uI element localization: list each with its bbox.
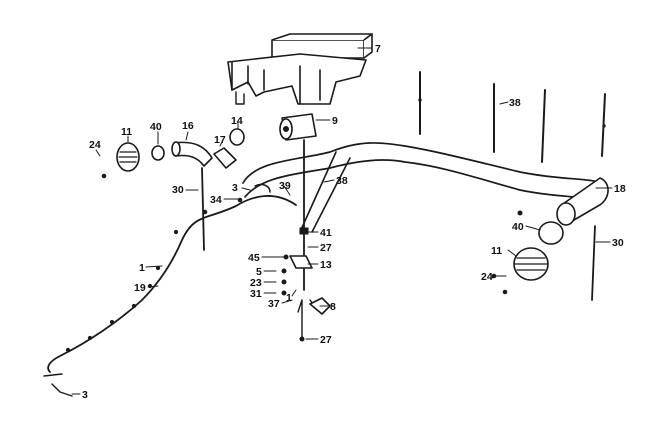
callout-labels: 7 38 9 14 17 16 40 11 24 30 3 34 39 38 1… — [82, 43, 626, 401]
drain-assembly — [283, 139, 331, 342]
callout-9: 9 — [332, 115, 338, 127]
screen-bars — [299, 71, 606, 233]
callout-24-left: 24 — [89, 139, 101, 151]
callout-19: 19 — [134, 282, 146, 294]
callout-30-right: 30 — [612, 237, 624, 249]
leader-lines — [71, 47, 613, 395]
callout-18: 18 — [614, 183, 626, 195]
callout-5: 5 — [256, 266, 262, 278]
callout-23: 23 — [250, 277, 262, 289]
callout-17: 17 — [214, 134, 226, 146]
main-duct-hose — [242, 142, 609, 226]
callout-45: 45 — [248, 252, 260, 264]
right-outlet-assembly — [513, 221, 596, 301]
callout-1-left: 1 — [139, 262, 145, 274]
callout-38-mid: 38 — [336, 175, 348, 187]
callout-37: 37 — [268, 298, 280, 310]
callout-34: 34 — [210, 194, 222, 206]
callout-16: 16 — [182, 120, 194, 132]
callout-8: 8 — [330, 301, 336, 313]
callout-27-upper: 27 — [320, 242, 332, 254]
callout-7: 7 — [375, 43, 381, 55]
callout-3-bottom: 3 — [82, 389, 88, 401]
callout-11-right: 11 — [491, 245, 502, 257]
callout-27-lower: 27 — [320, 334, 332, 346]
callout-38-top: 38 — [509, 97, 521, 109]
callout-13: 13 — [320, 259, 332, 271]
callout-31: 31 — [250, 288, 262, 300]
callout-24-right: 24 — [481, 271, 493, 283]
left-outlet-assembly — [116, 113, 317, 172]
callout-3-top: 3 — [232, 182, 238, 194]
callout-11-left: 11 — [121, 126, 132, 138]
callout-39: 39 — [279, 180, 291, 192]
callout-41: 41 — [320, 227, 332, 239]
fastener-dots — [65, 98, 606, 353]
callout-40-left: 40 — [150, 121, 162, 133]
callout-1-mid: 1 — [286, 292, 292, 304]
callout-40-right: 40 — [512, 221, 524, 233]
callout-30-left: 30 — [172, 184, 184, 196]
heater-housing — [227, 33, 373, 105]
callout-14: 14 — [231, 115, 243, 127]
left-hose-run — [43, 167, 297, 397]
